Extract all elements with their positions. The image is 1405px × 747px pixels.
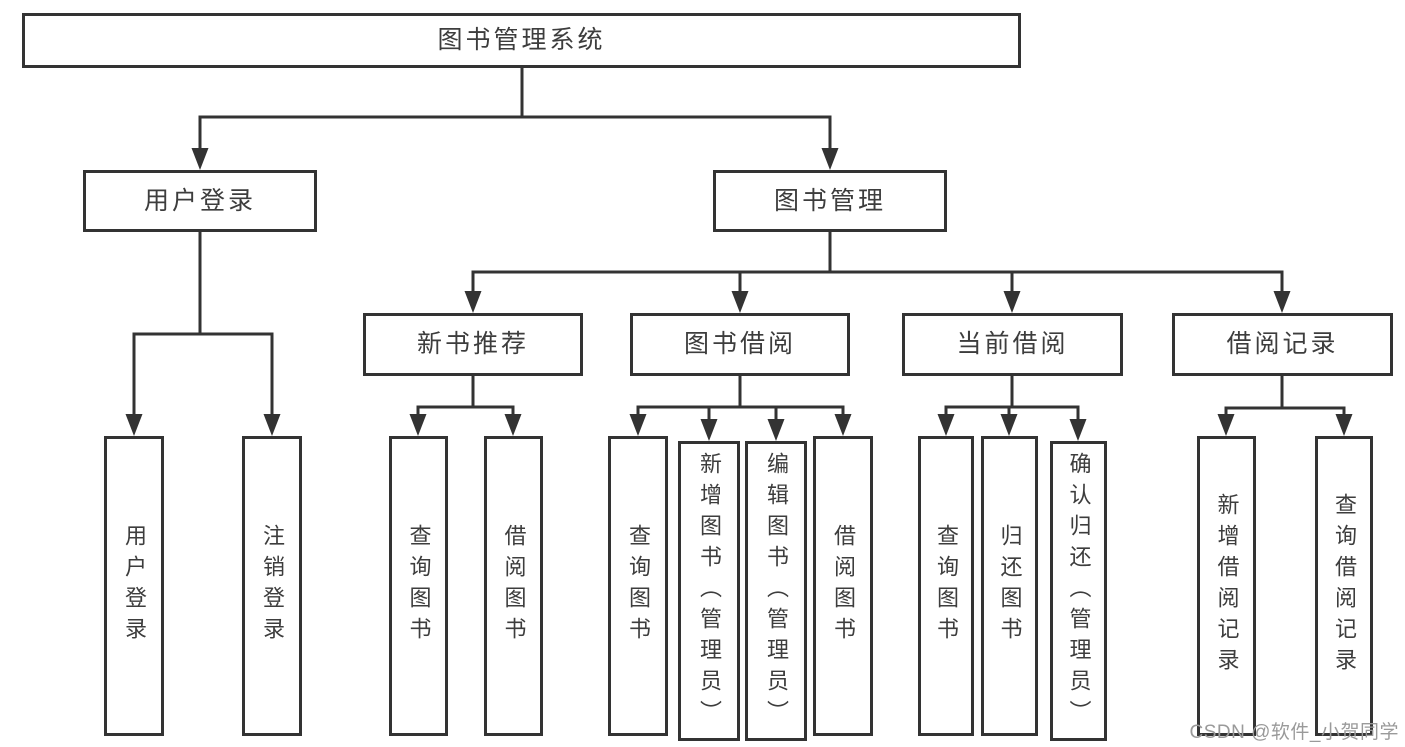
node-new-book-recommend: 新书推荐 [363,313,583,376]
node-user-login: 用户登录 [83,170,317,232]
node-label: 编辑图书（管理员） [764,451,789,731]
node-label: 用户登录 [122,524,147,648]
node-label: 归还图书 [997,524,1023,648]
leaf-query-borrow-record: 查询借阅记录 [1315,436,1373,736]
leaf-add-borrow-record: 新增借阅记录 [1197,436,1256,736]
node-label: 查询图书 [406,524,432,648]
node-label: 用户登录 [143,186,256,215]
node-label: 新书推荐 [416,330,529,358]
connector-book-borrow [629,376,852,441]
leaf-add-books-admin: 新增图书（管理员） [678,441,740,741]
node-label: 新增图书（管理员） [697,451,722,731]
node-library-system: 图书管理系统 [22,13,1021,68]
node-label: 图书借阅 [683,330,796,358]
leaf-edit-books-admin: 编辑图书（管理员） [745,441,807,741]
connector-new-book-recommend [409,376,522,436]
leaf-borrow-books: 借阅图书 [813,436,873,736]
connector-root [191,68,839,170]
leaf-query-books-recommend: 查询图书 [389,436,448,736]
node-label: 新增借阅记录 [1214,493,1240,679]
leaf-query-books-current: 查询图书 [918,436,974,736]
node-label: 注销登录 [260,524,285,648]
leaf-logout: 注销登录 [242,436,302,736]
connector-book-management [464,232,1291,313]
node-label: 查询图书 [626,524,651,648]
node-borrow-records: 借阅记录 [1172,313,1393,376]
node-label: 图书管理 [773,186,886,215]
connector-user-login [125,232,281,436]
leaf-borrow-books-recommend: 借阅图书 [484,436,543,736]
node-current-borrow: 当前借阅 [902,313,1123,376]
node-label: 借阅图书 [831,524,856,648]
node-label: 图书管理系统 [437,26,606,54]
connector-current-borrow [937,376,1087,441]
leaf-return-books: 归还图书 [981,436,1038,736]
leaf-query-books-borrow: 查询图书 [608,436,668,736]
node-label: 借阅记录 [1226,330,1339,358]
node-label: 当前借阅 [956,330,1069,358]
connector-borrow-records [1217,376,1353,436]
node-book-management: 图书管理 [713,170,947,232]
node-label: 确认归还（管理员） [1066,451,1092,731]
node-label: 查询图书 [934,524,959,648]
node-book-borrow: 图书借阅 [630,313,850,376]
leaf-confirm-return-admin: 确认归还（管理员） [1050,441,1107,741]
watermark: CSDN @软件_小贺同学 [1189,722,1399,743]
leaf-user-login: 用户登录 [104,436,164,736]
node-label: 借阅图书 [501,524,527,648]
node-label: 查询借阅记录 [1332,493,1357,679]
